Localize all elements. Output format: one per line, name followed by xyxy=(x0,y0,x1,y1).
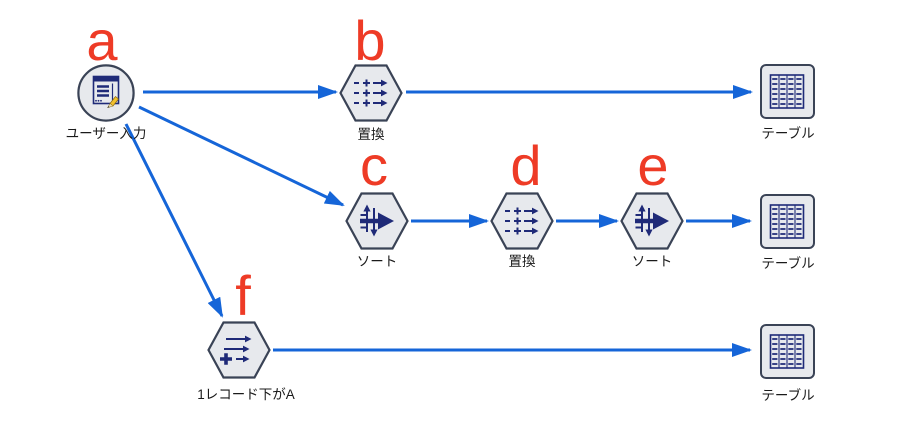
table-icon xyxy=(769,73,804,109)
node-label-sort-e: ソート xyxy=(631,254,673,269)
node-table-middle[interactable] xyxy=(760,194,815,249)
sort-icon xyxy=(360,204,394,237)
node-label-table-middle: テーブル xyxy=(761,256,815,271)
node-user-input[interactable] xyxy=(76,63,136,123)
node-label-filler-b: 置換 xyxy=(357,127,385,142)
annotation-letter-f: f xyxy=(235,264,251,327)
node-label-user-input: ユーザー入力 xyxy=(65,126,147,141)
filler-icon xyxy=(354,79,382,107)
node-sort-c[interactable] xyxy=(345,192,409,250)
node-label-sort-c: ソート xyxy=(356,254,398,269)
sort-icon xyxy=(635,204,669,237)
pencil-icon xyxy=(106,96,119,109)
table-icon xyxy=(769,203,804,239)
edge-userinput-to-sort-c[interactable] xyxy=(138,105,345,207)
table-icon xyxy=(769,333,804,369)
node-label-derive-f: 1レコード下がA xyxy=(197,387,295,402)
node-sort-e[interactable] xyxy=(620,192,684,250)
edge-userinput-to-derive-f[interactable] xyxy=(124,123,224,318)
filler-icon xyxy=(505,207,533,235)
node-derive-f[interactable] xyxy=(207,321,271,379)
annotation-letter-a: a xyxy=(86,9,118,72)
node-filler-b[interactable] xyxy=(339,64,403,122)
annotation-letter-e: e xyxy=(637,134,669,197)
annotation-letter-d: d xyxy=(510,134,542,197)
node-label-filler-d: 置換 xyxy=(508,254,536,269)
node-table-bottom[interactable] xyxy=(760,324,815,379)
annotation-letter-b: b xyxy=(354,9,386,72)
user-input-icon xyxy=(92,75,120,109)
node-label-table-top: テーブル xyxy=(761,126,815,141)
derive-icon xyxy=(220,335,252,365)
node-filler-d[interactable] xyxy=(490,192,554,250)
node-table-top[interactable] xyxy=(760,64,815,119)
annotation-letter-c: c xyxy=(360,134,388,197)
node-label-table-bottom: テーブル xyxy=(761,388,815,403)
